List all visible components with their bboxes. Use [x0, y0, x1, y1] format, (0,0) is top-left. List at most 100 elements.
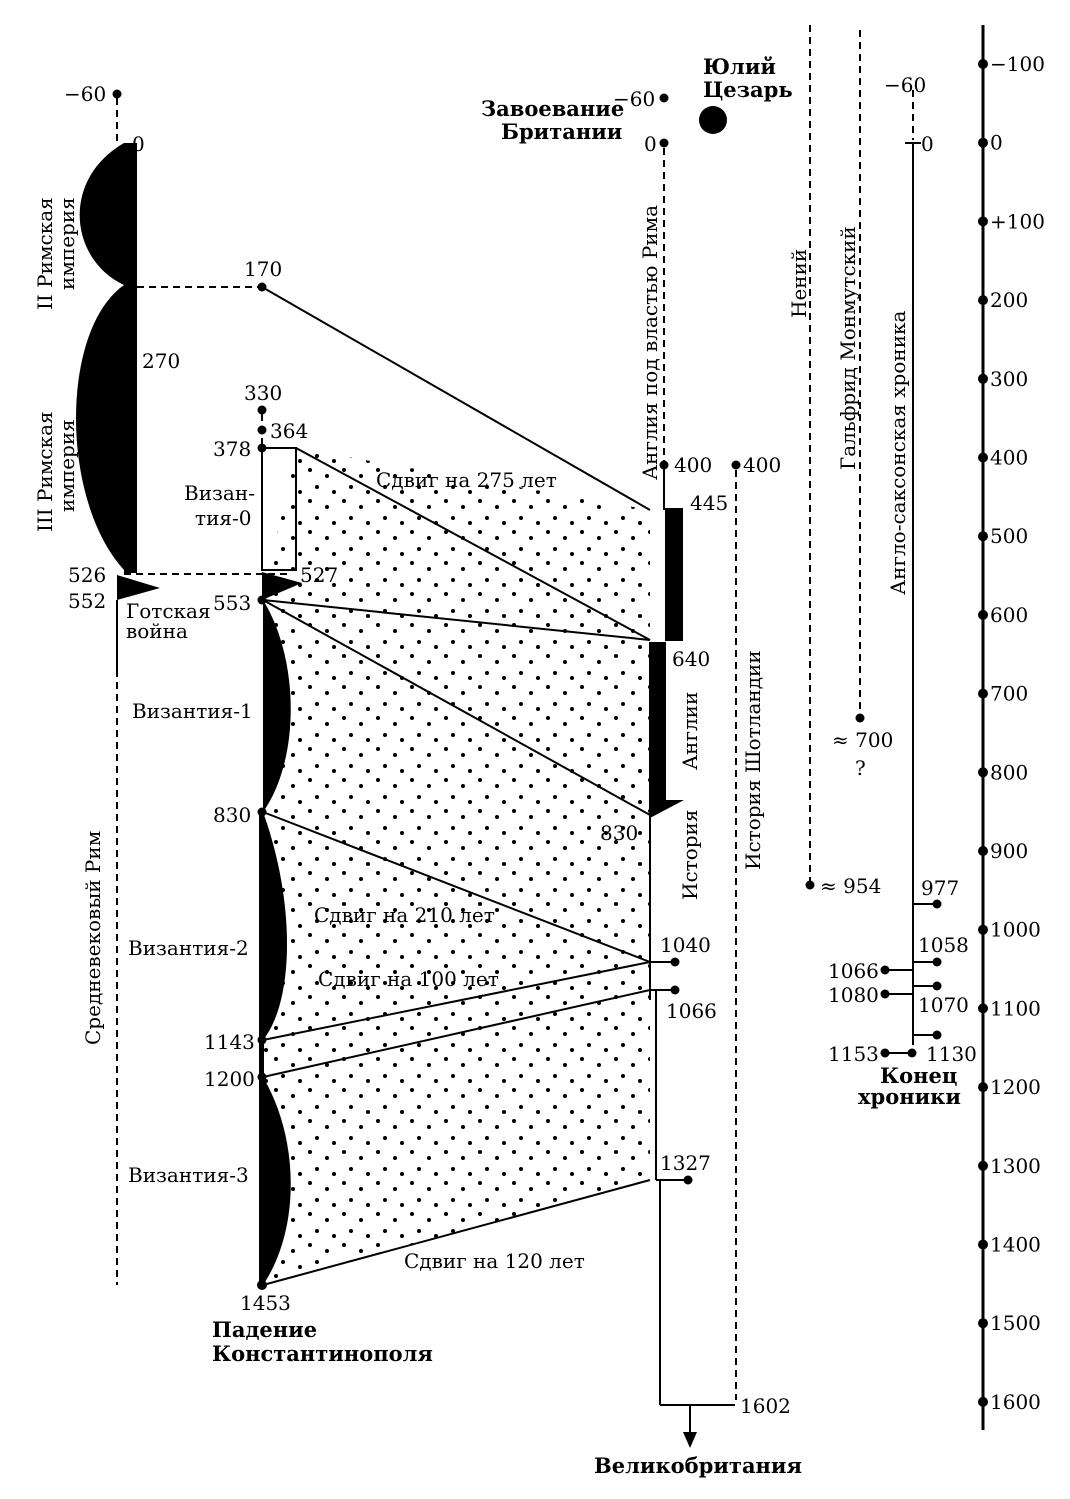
byz-553-label: 553: [213, 591, 251, 615]
byz-830-label: 830: [213, 803, 251, 827]
rome-526-label: 526: [68, 563, 106, 587]
eng-830-label: 830: [600, 821, 638, 845]
byz3-label: Византия-3: [128, 1163, 249, 1187]
chronicle-1080-label: 1080: [828, 983, 879, 1007]
byzantium3-shape: [263, 1077, 291, 1285]
byz-527-label: 527: [300, 563, 338, 587]
rome-column: [76, 89, 290, 1285]
gothic-war-flag: [117, 575, 160, 600]
shift-210-label: Сдвиг на 210 лет: [314, 903, 495, 927]
england-history-bar: [650, 642, 666, 802]
conquest-label-2: Британии: [501, 119, 622, 144]
chronicle-zero-label: 0: [921, 132, 934, 156]
byz-378-label: 378: [213, 437, 251, 461]
scale-tick-label: 200: [990, 288, 1028, 312]
chronicle-label: Англо-саксонская хроника: [886, 310, 910, 595]
scale-tick-dot: [978, 137, 988, 148]
england-roman-label: Англия под властью Рима: [638, 205, 662, 480]
chronicle-1070-label: 1070: [918, 993, 969, 1017]
scale-tick-dot: [978, 767, 988, 778]
chronicle-end-label-2: хроники: [858, 1084, 961, 1109]
scale-tick-label: −100: [990, 52, 1045, 76]
eng-m60-label: −60: [613, 87, 655, 111]
nennius-date: ≈ 954: [820, 874, 881, 898]
shift-275-label: Сдвиг на 275 лет: [376, 468, 557, 492]
england-column: [649, 93, 735, 1448]
rome-270-label: 270: [142, 349, 180, 373]
byzantium0-box: [261, 447, 297, 571]
caesar-label-2: Цезарь: [703, 77, 793, 102]
england-history-label-2: Англии: [678, 692, 702, 770]
scale-tick-label: 1000: [990, 918, 1041, 942]
scale-tick-dot: [978, 1003, 988, 1014]
eng-1066-label: 1066: [666, 999, 717, 1023]
byz-170-label: 170: [244, 257, 282, 281]
eng-zero-label: 0: [644, 132, 657, 156]
byz-1200-label: 1200: [204, 1067, 255, 1091]
gothic-label-1: Готская: [126, 599, 211, 623]
conquest-label-1: Завоевание: [481, 96, 624, 121]
byz2-label: Византия-2: [128, 936, 249, 960]
empire3-label-1: III Римская: [33, 411, 57, 532]
scale-tick-dot: [978, 295, 988, 306]
scale-tick-label: 1600: [990, 1390, 1041, 1414]
byzantium1-shape: [263, 600, 291, 812]
scale-tick-label: 1300: [990, 1154, 1041, 1178]
eng-1602-label: 1602: [740, 1394, 791, 1418]
scale-tick-dot: [978, 59, 988, 69]
scale-tick-label: 1200: [990, 1075, 1041, 1099]
chronicle-977-label: 977: [921, 876, 959, 900]
rome-m60-dot: [112, 89, 122, 99]
byz1-label: Византия-1: [132, 699, 253, 723]
england-history-label-1: История: [678, 810, 702, 901]
byz-330-label: 330: [244, 381, 282, 405]
scale-tick-label: 400: [990, 446, 1028, 470]
scale-tick-dot: [978, 1318, 988, 1329]
fall-label-1: Падение: [212, 1317, 317, 1342]
scale-tick-label: 0: [990, 131, 1003, 155]
nennius-label: Нений: [787, 249, 811, 318]
scotland-column: [731, 460, 741, 1400]
byzantium2-shape: [263, 812, 287, 1040]
scale-tick-dot: [978, 1396, 988, 1407]
rome-552-label: 552: [68, 589, 106, 613]
britain-label: Великобритания: [594, 1453, 802, 1478]
scale-tick-dot: [978, 846, 988, 856]
byz-364-label: 364: [270, 419, 308, 443]
chronicle-1066-label: 1066: [828, 959, 879, 983]
scale-tick-label: 300: [990, 367, 1028, 391]
eng-1327-label: 1327: [660, 1151, 711, 1175]
scale-tick-dot: [978, 1239, 988, 1250]
scale-tick-dot: [978, 216, 988, 227]
medieval-rome-label: Средневековый Рим: [81, 831, 105, 1045]
britain-arrow: [683, 1432, 697, 1448]
scale-tick-dot: [978, 531, 988, 542]
chronicle-1130-label: 1130: [926, 1042, 977, 1066]
eng-640-label: 640: [672, 647, 710, 671]
scale-tick-dot: [978, 373, 988, 384]
shift-120-label: Сдвиг на 120 лет: [404, 1249, 585, 1273]
empire2-label-1: II Римская: [33, 197, 57, 310]
rome-m60-label: −60: [64, 82, 106, 106]
scot-400-label: 400: [743, 453, 781, 477]
empire2-label-2: империя: [55, 197, 79, 290]
scale-tick-label: +100: [990, 209, 1045, 233]
chronicle-1058-label: 1058: [918, 933, 969, 957]
chronicle-1153-label: 1153: [828, 1042, 879, 1066]
scotland-label: История Шотландии: [741, 650, 765, 870]
geoffrey-question: ?: [855, 756, 866, 780]
england-roman-bar: [665, 508, 683, 641]
scale-tick-label: 700: [990, 682, 1028, 706]
eng-1040-label: 1040: [660, 933, 711, 957]
empire3-shape: [76, 285, 124, 570]
scale-tick-label: 1500: [990, 1311, 1041, 1335]
geoffrey-label: Гальфрид Монмутский: [836, 226, 860, 470]
time-scale: −1000+1002003004005006007008009001000110…: [978, 25, 1045, 1430]
scale-tick-label: 1400: [990, 1233, 1041, 1257]
byz0-label-1: Визан-: [184, 481, 255, 505]
gothic-label-2: война: [126, 619, 188, 643]
chronicle-end-label-1: Конец: [880, 1063, 957, 1088]
scale-tick-dot: [978, 1160, 988, 1171]
